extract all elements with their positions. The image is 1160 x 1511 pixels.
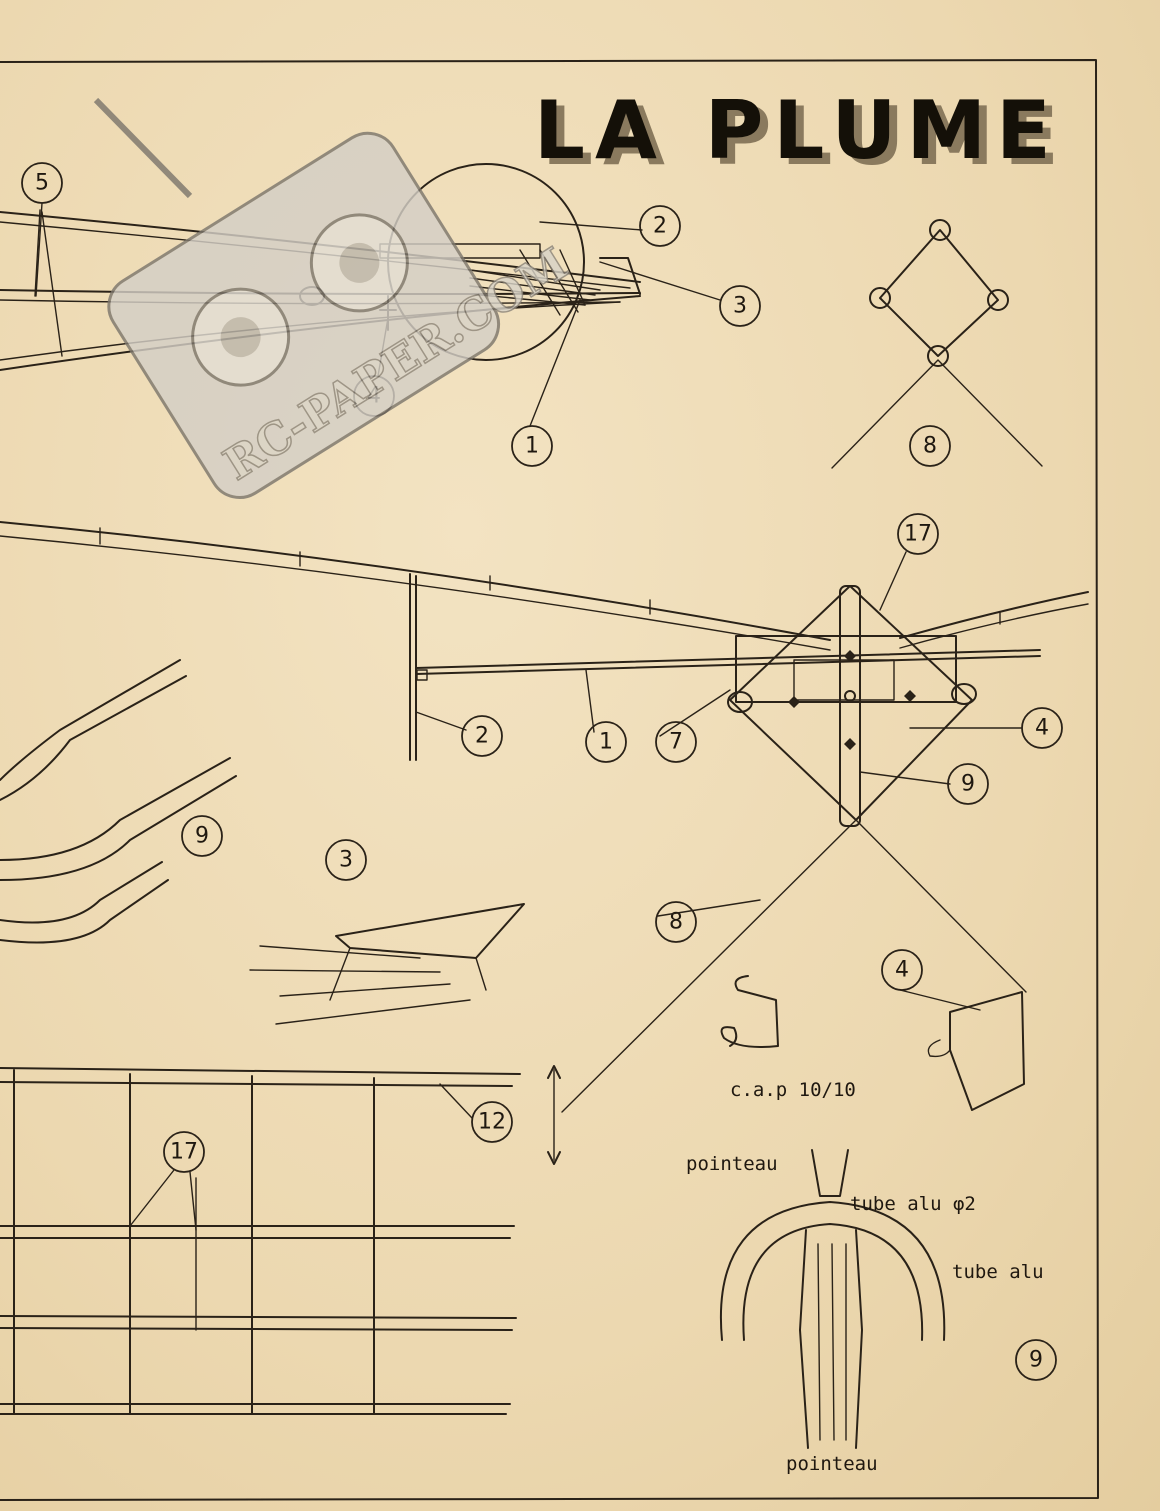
detail-needle (720, 1149, 946, 1449)
callout-9-left: 9 (181, 815, 223, 857)
callout-2-top: 2 (639, 205, 681, 247)
callout-1-mid: 1 (585, 721, 627, 763)
detail-wing-grid (0, 1067, 521, 1415)
callout-7-mid: 7 (655, 721, 697, 763)
svg-text:8: 8 (669, 910, 683, 935)
svg-text:7: 7 (669, 730, 683, 755)
callout-3-left: 3 (325, 839, 367, 881)
svg-text:9: 9 (961, 772, 975, 797)
svg-text:4: 4 (1035, 716, 1049, 741)
note-hook-spec: c.a.p 10/10 (730, 1079, 856, 1101)
callout-8-top: 8 (909, 425, 951, 467)
note-pointeau-top: pointeau (686, 1153, 778, 1175)
svg-text:1: 1 (525, 434, 539, 459)
svg-text:1: 1 (599, 730, 613, 755)
svg-text:9: 9 (1029, 1348, 1043, 1373)
svg-text:12: 12 (478, 1110, 506, 1135)
detail-fitting (249, 903, 525, 1025)
callout-17-low: 17 (163, 1131, 205, 1173)
page-title: LA PLUME LA PLUME (534, 84, 1069, 183)
svg-text:17: 17 (170, 1140, 198, 1165)
svg-text:3: 3 (733, 294, 747, 319)
note-tube-alu-d2: tube alu φ2 (850, 1193, 976, 1215)
callout-17-mid: 17 (897, 513, 939, 555)
note-tube-alu: tube alu (952, 1261, 1044, 1283)
callout-5-top: 5 (21, 162, 63, 204)
svg-text:3: 3 (339, 848, 353, 873)
callout-12-low: 12 (471, 1101, 513, 1143)
page-border (0, 59, 1099, 1501)
svg-text:17: 17 (904, 522, 932, 547)
svg-text:5: 5 (35, 171, 49, 196)
svg-text:8: 8 (923, 434, 937, 459)
callout-9-low: 9 (1015, 1339, 1057, 1381)
callout-3-top: 3 (719, 285, 761, 327)
callout-2-mid: 2 (461, 715, 503, 757)
svg-text:2: 2 (653, 214, 667, 239)
watermark-logo: RC-PAPER.COM (93, 97, 577, 499)
callout-8-mid: 8 (655, 901, 697, 943)
detail-frame-square (831, 219, 1043, 469)
callout-4-mid: 4 (1021, 707, 1063, 749)
callout-1-top: 1 (511, 425, 553, 467)
callout-4-low: 4 (881, 949, 923, 991)
detail-wires (547, 819, 1027, 1165)
svg-text:LA PLUME: LA PLUME (534, 84, 1061, 177)
svg-text:2: 2 (475, 724, 489, 749)
callout-9-mid: 9 (947, 763, 989, 805)
svg-text:4: 4 (895, 958, 909, 983)
note-pointeau-bottom: pointeau (786, 1453, 878, 1475)
svg-text:LA PLUME: LA PLUME (542, 90, 1069, 183)
detail-bent-tubes (0, 659, 237, 944)
svg-text:9: 9 (195, 824, 209, 849)
